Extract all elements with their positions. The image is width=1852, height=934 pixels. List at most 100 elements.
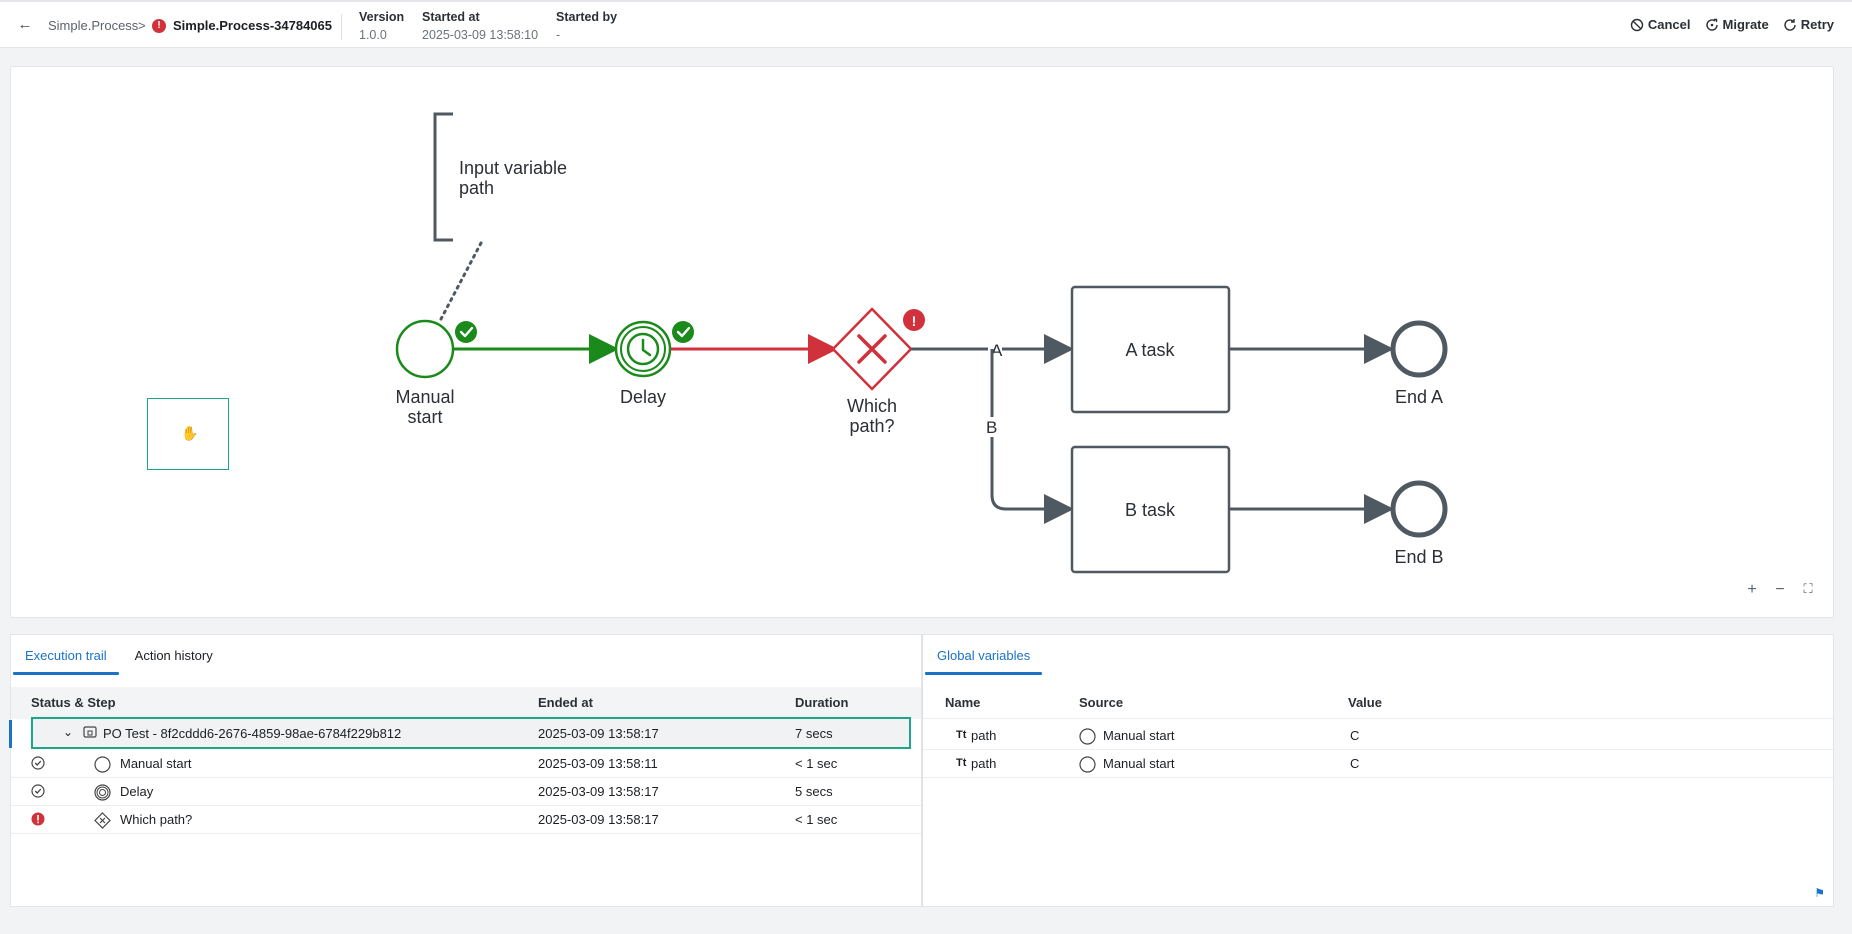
a-task-label: A task [1125, 340, 1175, 360]
col-status-step[interactable]: Status & Step [31, 695, 116, 710]
variables-table-header: Name Source Value [923, 687, 1833, 719]
col-ended-at[interactable]: Ended at [538, 695, 593, 710]
table-row[interactable]: Tt path Manual start C [923, 722, 1833, 750]
migrate-label: Migrate [1722, 17, 1769, 32]
manual-start-label-1: Manual [395, 387, 454, 407]
subprocess-icon [83, 725, 97, 742]
version-meta: Version 1.0.0 [359, 10, 404, 42]
text-type-icon: Tt [956, 729, 967, 741]
step-ended-at: 2025-03-09 13:58:11 [538, 756, 658, 771]
header-divider [341, 14, 342, 40]
tab-global-variables[interactable]: Global variables [923, 635, 1044, 677]
col-value[interactable]: Value [1348, 695, 1382, 710]
col-duration[interactable]: Duration [795, 695, 849, 710]
zoom-out-icon[interactable]: − [1775, 581, 1785, 598]
flag-icon[interactable]: ⚑ [1814, 886, 1825, 900]
variable-name: path [971, 756, 997, 771]
step-duration: < 1 sec [795, 756, 838, 771]
execution-panel: Execution trail Action history Status & … [10, 634, 922, 907]
gateway-x-icon [857, 334, 887, 364]
chevron-down-icon[interactable]: ⌄ [63, 725, 74, 739]
clock-icon [626, 332, 660, 366]
end-a-event[interactable] [1390, 320, 1448, 378]
b-task-label: B task [1125, 500, 1176, 520]
manual-start-check-icon [455, 321, 477, 343]
page-title: Simple.Process-34784065 [173, 18, 332, 33]
manual-start-label-2: start [407, 407, 442, 427]
fit-screen-icon[interactable]: ⛶ [1803, 581, 1813, 596]
svg-text:!: ! [912, 313, 917, 329]
retry-button[interactable]: Retry [1783, 17, 1834, 32]
root-step-name: PO Test - 8f2cddd6-2676-4859-98ae-6784f2… [103, 726, 402, 741]
flow-gateway-to-b [990, 349, 1074, 524]
started-at-meta: Started at 2025-03-09 13:58:10 [422, 10, 538, 42]
step-name: Manual start [120, 756, 192, 771]
table-row[interactable]: Delay 2025-03-09 13:58:17 5 secs [11, 778, 921, 806]
root-duration: 7 secs [795, 726, 833, 741]
selected-row-indicator [9, 720, 12, 748]
process-diagram[interactable]: Input variable path Manual start Delay !… [10, 66, 1834, 618]
cancel-button[interactable]: Cancel [1630, 17, 1691, 32]
tab-action-history[interactable]: Action history [134, 648, 213, 663]
gateway-error-icon [903, 309, 925, 331]
table-row[interactable]: Manual start 2025-03-09 13:58:11 < 1 sec [11, 750, 921, 778]
annotation-text-line1: Input variable [459, 158, 567, 178]
version-label: Version [359, 10, 405, 24]
step-ended-at: 2025-03-09 13:58:17 [538, 812, 659, 827]
annotation-association [439, 241, 483, 321]
table-row[interactable]: Which path? 2025-03-09 13:58:17 < 1 sec [11, 806, 921, 834]
end-b-event[interactable] [1390, 480, 1448, 538]
cancel-label: Cancel [1647, 17, 1691, 32]
variable-name: path [971, 728, 997, 743]
table-row[interactable]: Tt path Manual start C [923, 750, 1833, 778]
start-event-icon [1079, 756, 1096, 776]
annotation-text-line2: path [459, 178, 494, 198]
migrate-button[interactable]: Migrate [1705, 17, 1769, 32]
execution-table-header: Status & Step Ended at Duration [11, 687, 921, 719]
zoom-in-icon[interactable]: + [1747, 581, 1757, 598]
root-ended-at: 2025-03-09 13:58:17 [538, 726, 659, 741]
timer-event-icon [94, 784, 111, 804]
step-duration: < 1 sec [795, 812, 838, 827]
col-source[interactable]: Source [1079, 695, 1124, 710]
step-ended-at: 2025-03-09 13:58:17 [538, 784, 659, 799]
variable-source: Manual start [1103, 756, 1175, 771]
started-at-label: Started at [422, 10, 480, 24]
diagram-minimap[interactable]: ✋ [147, 398, 229, 470]
hand-pan-icon: ✋ [181, 425, 199, 441]
tab-execution-trail[interactable]: Execution trail [11, 635, 121, 677]
success-check-icon [31, 784, 45, 801]
step-name: Which path? [120, 812, 193, 827]
delay-check-icon [672, 321, 694, 343]
execution-tabs: Execution trail Action history [11, 635, 227, 677]
col-name[interactable]: Name [945, 695, 981, 710]
edge-label-b: B [986, 418, 997, 437]
delay-label: Delay [620, 387, 666, 407]
start-event-icon [94, 756, 111, 776]
retry-label: Retry [1800, 17, 1834, 32]
text-type-icon: Tt [956, 757, 967, 769]
success-check-icon [31, 756, 45, 773]
step-duration: 5 secs [795, 784, 833, 799]
step-name: Delay [120, 784, 154, 799]
bpmn-canvas: Input variable path Manual start Delay !… [395, 112, 1448, 574]
cancel-icon [1630, 18, 1644, 31]
table-row-root[interactable]: ⌄ PO Test - 8f2cddd6-2676-4859-98ae-6784… [31, 717, 911, 749]
back-arrow-icon[interactable]: ← [17, 16, 33, 33]
variables-tabs: Global variables [923, 635, 1044, 677]
gateway-label-2: path? [849, 416, 894, 436]
version-value: 1.0.0 [359, 28, 387, 42]
started-by-label: Started by [556, 10, 618, 24]
header-bar: ← Simple.Process > ! Simple.Process-3478… [0, 0, 1852, 48]
error-status-icon [31, 812, 45, 829]
end-a-label: End A [1395, 387, 1443, 407]
variables-panel: Global variables Name Source Value Tt pa… [922, 634, 1834, 907]
breadcrumb-separator: > [138, 18, 146, 33]
breadcrumb-parent[interactable]: Simple.Process [48, 18, 139, 33]
zoom-controls: + − ⛶ [1745, 581, 1815, 599]
annotation-bracket [433, 112, 453, 242]
manual-start-event[interactable] [395, 319, 455, 379]
end-b-label: End B [1394, 547, 1443, 567]
migrate-icon [1705, 18, 1718, 31]
started-by-meta: Started by - [556, 10, 617, 42]
